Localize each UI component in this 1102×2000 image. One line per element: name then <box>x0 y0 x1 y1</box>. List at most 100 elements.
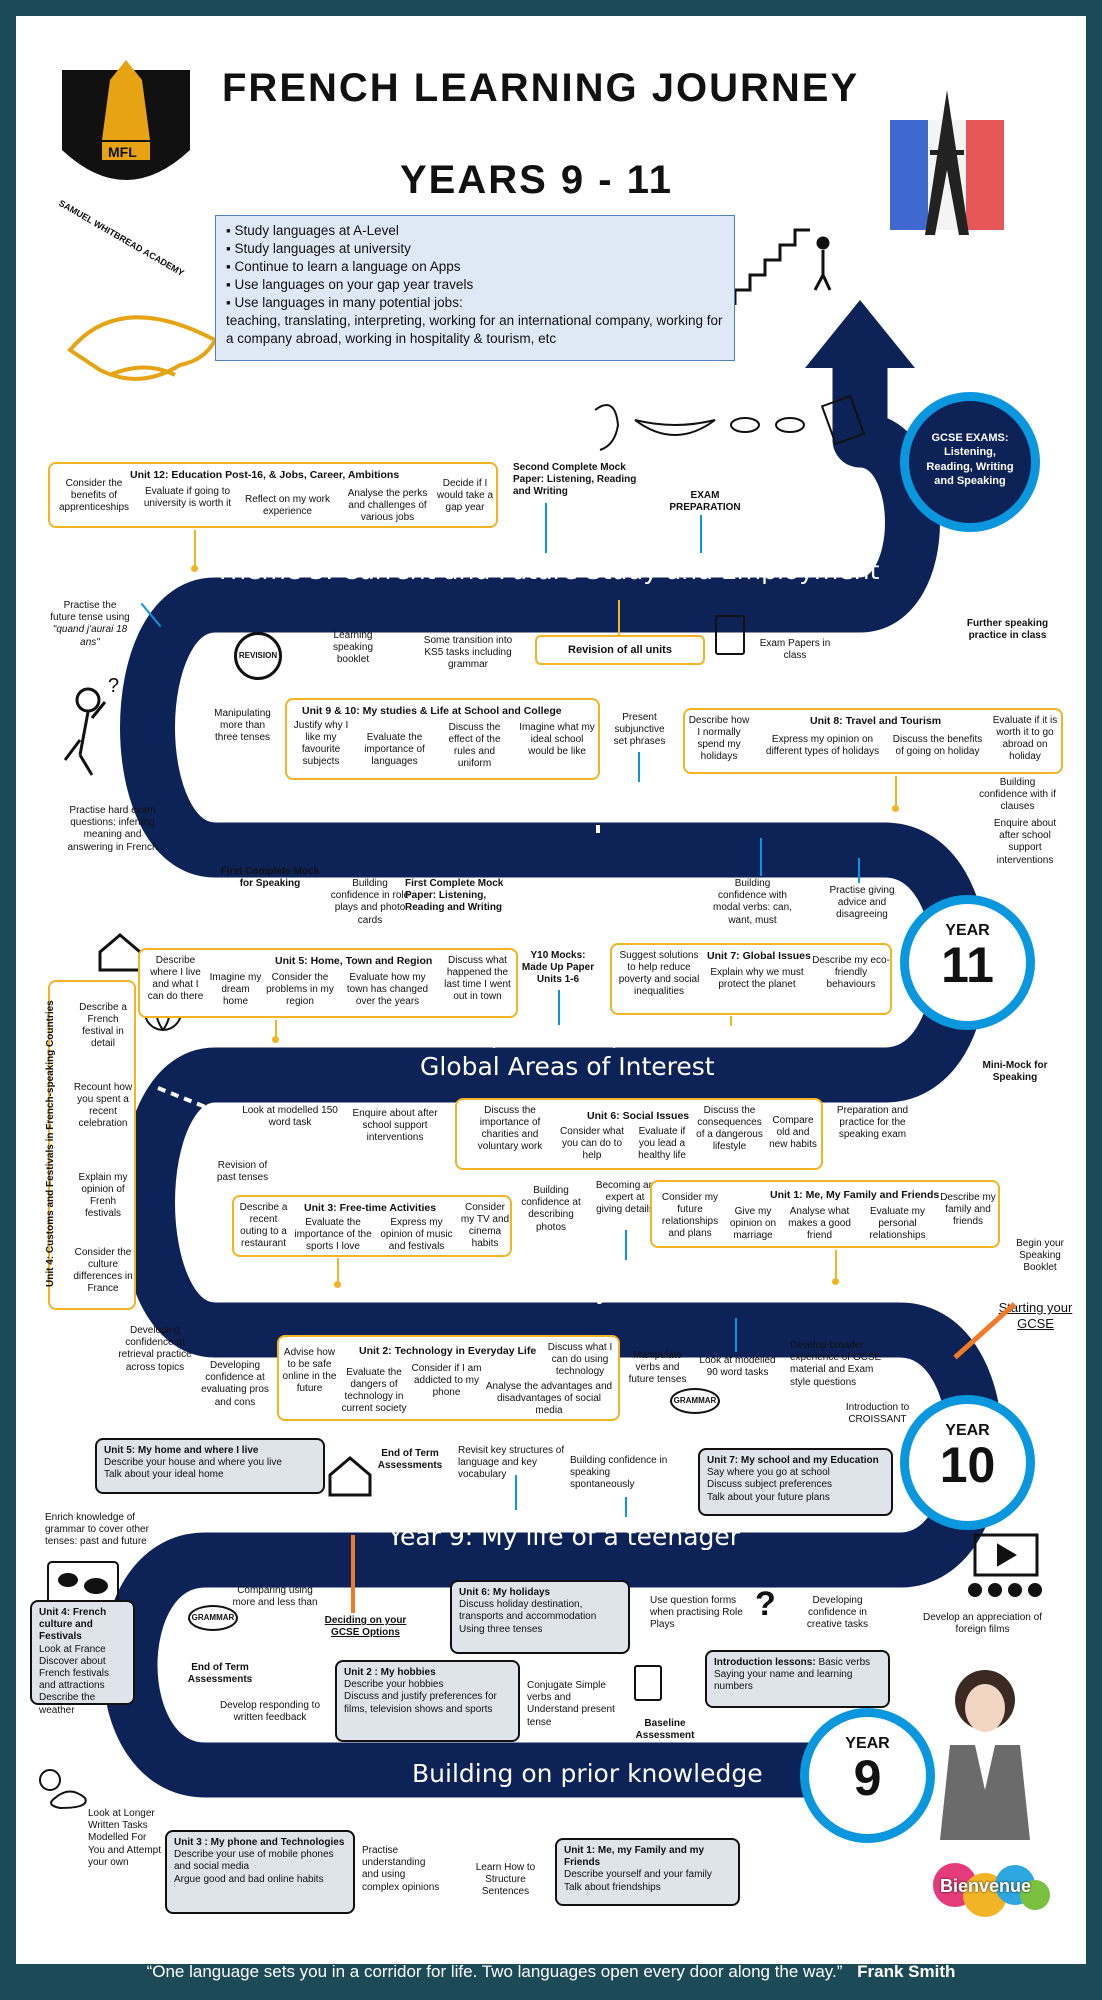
flag-icon <box>890 90 1004 235</box>
unit4c-title: Unit 4: Customs and Festivals in French-… <box>45 1000 56 1287</box>
support-label: Enquire about after school support inter… <box>993 818 1057 866</box>
first-mock-speaking-label: First Complete Mock for Speaking <box>220 866 320 890</box>
gcse-exams-circle: GCSE EXAMS: Listening, Reading, Writing … <box>900 392 1040 532</box>
y9-unit3-box: Unit 3 : My phone and Technologies Descr… <box>165 1830 355 1914</box>
unit1f-box: Unit 1: Me, My Family and Friends Consid… <box>650 1180 1000 1248</box>
unit12-title: Unit 12: Education Post-16, & Jobs, Care… <box>130 469 400 481</box>
grammar-badge-2: GRAMMAR <box>188 1605 238 1631</box>
unit5-title: Unit 5: Home, Town and Region <box>275 955 433 967</box>
unit2t-box: Unit 2: Technology in Everyday Life Advi… <box>277 1335 620 1421</box>
document-icon <box>634 1665 662 1701</box>
unit6s-title: Unit 6: Social Issues <box>587 1110 690 1122</box>
stairs-icon <box>733 228 832 305</box>
end-term1-label: End of Term Assessments <box>377 1448 443 1472</box>
exam-prep-label: EXAM PREPARATION <box>669 490 741 514</box>
hard-exam-label: Practise hard exam questions: inferring … <box>67 805 158 853</box>
retrieval-label: Developing confidence at retrieval pract… <box>118 1325 192 1373</box>
comparing-label: Comparing using more and less than <box>232 1585 318 1609</box>
unit8-box: Unit 8: Travel and Tourism Describe how … <box>683 708 1063 774</box>
advice-label: Practise giving advice and disagreeing <box>829 885 895 921</box>
y10-mocks-label: Y10 Mocks: Made Up Paper Units 1-6 <box>521 950 595 986</box>
learning-booklet-label: Learning speaking booklet <box>332 630 374 666</box>
future-item: ▪ Use languages in many potential jobs: <box>226 294 463 310</box>
end-term2-label: End of Term Assessments <box>187 1662 253 1686</box>
svg-text:?: ? <box>108 675 119 697</box>
logo-text: MFL <box>108 144 137 160</box>
starting-gcse-label: Starting your GCSE <box>998 1300 1073 1331</box>
support2-label: Enquire about after school support inter… <box>352 1108 438 1144</box>
croissant-label: Introduction to CROISSANT <box>845 1402 910 1426</box>
subjunctive-label: Present subjunctive set phrases <box>613 712 666 748</box>
footer-author: Frank Smith <box>857 1962 956 1981</box>
first-mock-paper-label: First Complete Mock Paper: Listening, Re… <box>405 878 504 914</box>
expert-label: Becoming an expert at giving details <box>595 1180 655 1216</box>
y9-unit1-box: Unit 1: Me, my Family and my Friends Des… <box>555 1838 740 1906</box>
thinking-person-icon: ? <box>63 675 119 776</box>
year11-circle: YEAR 11 <box>900 895 1035 1030</box>
theme2-title-line1: Theme 2: Local, National, International … <box>300 1022 842 1051</box>
structure-label: Learn How to Structure Sentences <box>475 1862 536 1898</box>
student-icon <box>940 1670 1030 1840</box>
year9-circle: YEAR 9 <box>800 1708 935 1843</box>
year9-title: Year 9: My life of a teenager <box>388 1522 741 1551</box>
bienvenue-text: Bienvenue <box>940 1876 1032 1896</box>
weather-icon <box>39 1769 87 1810</box>
films-label: Develop an appreciation of foreign films <box>923 1612 1042 1636</box>
modelled150-label: Look at modelled 150 word task <box>242 1105 338 1129</box>
role-plays-label: Building confidence in role plays and ph… <box>330 878 410 926</box>
unit6s-box: Unit 6: Social Issues Discuss the import… <box>455 1098 823 1170</box>
map-icon <box>47 1561 119 1605</box>
road-path <box>102 365 1003 1798</box>
y9-unit7-box: Unit 7: My school and my Education Say w… <box>698 1448 893 1516</box>
second-mock-label: Second Complete Mock Paper: Listening, R… <box>513 462 637 498</box>
unit1f-title: Unit 1: Me, My Family and Friends <box>770 1189 940 1201</box>
manipulating-label: Manipulating more than three tenses <box>214 708 271 744</box>
future-item: ▪ Continue to learn a language on Apps <box>226 258 461 274</box>
future-box: ▪ Study languages at A-Level ▪ Study lan… <box>215 215 735 361</box>
unit2t-title: Unit 2: Technology in Everyday Life <box>359 1345 537 1357</box>
evaluating-label: Developing confidence at evaluating pros… <box>201 1360 269 1408</box>
prep-speaking-label: Preparation and practice for the speakin… <box>836 1105 909 1141</box>
road-dash-2 <box>157 1086 209 1110</box>
question-icon: ? <box>755 1585 776 1623</box>
feedback-label: Develop responding to written feedback <box>219 1700 321 1724</box>
intro-lessons-box: Introduction lessons: Basic verbs Saying… <box>705 1650 890 1708</box>
revision-all-box: Revision of all units <box>535 635 705 665</box>
unit910-box: Unit 9 & 10: My studies & Life at School… <box>285 698 600 780</box>
speaking-booklet-label: Begin your Speaking Booklet <box>1016 1238 1064 1274</box>
question-forms-label: Use question forms when practising Role … <box>650 1595 743 1631</box>
y9-unit6-box: Unit 6: My holidays Discuss holiday dest… <box>450 1580 630 1654</box>
future-item: ▪ Study languages at university <box>226 240 411 256</box>
senses-icons <box>594 394 866 451</box>
mini-mock-label: Mini-Mock for Speaking <box>982 1060 1048 1084</box>
y9-unit2-box: Unit 2 : My hobbies Describe your hobbie… <box>335 1660 520 1742</box>
manipulate-verbs-label: Manipulate verbs and future tenses <box>628 1350 687 1386</box>
transition-label: Some transition into KS5 tasks including… <box>423 635 513 671</box>
logo-icon <box>62 60 190 180</box>
checklist-icon <box>715 615 745 655</box>
creative-label: Developing confidence in creative tasks <box>806 1595 869 1631</box>
future-jobs: teaching, translating, interpreting, wor… <box>226 312 723 346</box>
unit3f-title: Unit 3: Free-time Activities <box>304 1202 437 1214</box>
bienvenue-splash <box>933 1863 1050 1917</box>
theme2-title-line2: Global Areas of Interest <box>420 1052 715 1081</box>
unit7g-box: Unit 7: Global Issues Suggest solutions … <box>610 943 892 1015</box>
revisit-label: Revisit key structures of language and k… <box>458 1445 565 1481</box>
unit8-title: Unit 8: Travel and Tourism <box>810 715 942 727</box>
modal-verbs-label: Building confidence with modal verbs: ca… <box>713 878 792 926</box>
unit12-box: Unit 12: Education Post-16, & Jobs, Care… <box>48 462 498 528</box>
gcse-exams-text: GCSE EXAMS: Listening, Reading, Writing … <box>926 432 1014 487</box>
gcse-options-label: Deciding on your GCSE Options <box>324 1615 407 1639</box>
unit910-title: Unit 9 & 10: My studies & Life at School… <box>302 705 562 717</box>
complex-opinions-label: Practise understanding and using complex… <box>362 1845 440 1893</box>
conjugate-label: Conjugate Simple verbs and Understand pr… <box>527 1680 615 1728</box>
theme3-title: Theme 3: Current and Future Study and Em… <box>215 556 880 585</box>
unit7g-title: Unit 7: Global Issues <box>707 950 811 962</box>
footer-quote: “One language sets you in a corridor for… <box>146 1962 956 1981</box>
unit3f-box: Unit 3: Free-time Activities Describe a … <box>232 1195 512 1257</box>
modelled90-label: Look at modelled 90 word tasks <box>699 1355 776 1379</box>
grammar-badge-1: GRAMMAR <box>670 1388 720 1414</box>
page-subtitle: YEARS 9 - 11 <box>400 158 674 202</box>
future-tense-label: Practise the future tense using "quand j… <box>50 600 130 648</box>
